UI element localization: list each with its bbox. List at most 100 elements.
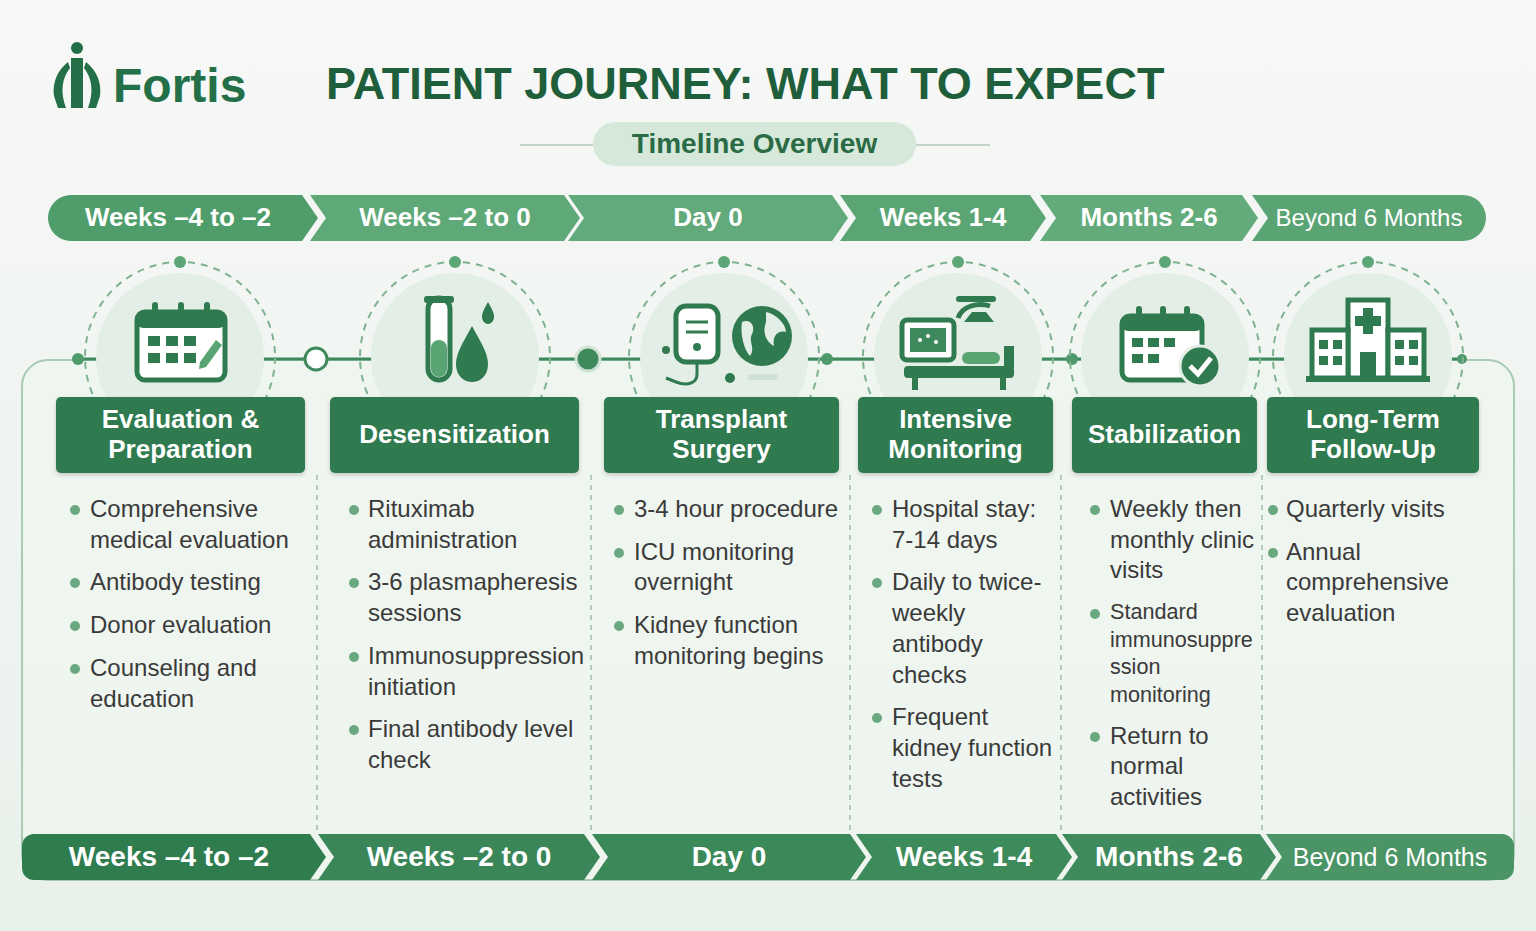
stage-title: Intensive Monitoring [868,405,1043,465]
bullet-dot [70,505,80,515]
bullet-dot [1268,548,1278,558]
bullet-list: 3-4 hour procedureICU monitoring overnig… [634,494,839,672]
stage-title: Long-Term Follow-Up [1277,405,1469,465]
bullet-text: Rituximab administration [368,494,586,555]
bullet-dot [614,621,624,631]
timeline-chevron: Weeks –2 to 0 [310,195,580,241]
hospital-icon [1306,300,1430,382]
pill-rule [520,144,593,146]
stage-header: Intensive Monitoring [858,397,1053,473]
bullet-text: Antibody testing [90,567,305,598]
bullet-text: Quarterly visits [1286,494,1498,525]
chevron-fill [592,834,866,880]
bullet-item: Return to normal activities [1110,721,1256,813]
chevron-fill [1062,834,1276,880]
bullet-text: Counseling and education [90,653,305,714]
period-label: Weeks 1-4 [878,840,1050,874]
bullet-item: Kidney function monitoring begins [634,610,839,671]
bullet-item: Rituximab administration [368,494,586,555]
bullet-item: Weekly then monthly clinic visits [1110,494,1256,586]
bullet-list: Rituximab administration 3-6 plasmapheres… [368,494,586,776]
chevron-fill [840,195,1046,241]
period-label: Weeks –4 to –2 [60,202,296,233]
bullet-text: Donor evaluation [90,610,305,641]
timeline-chevron: Day 0 [568,195,848,241]
stage-title: Transplant Surgery [614,405,829,465]
chevron-fill [22,834,326,880]
chevron-fill [1266,834,1514,880]
bullet-item: Quarterly visits [1286,494,1498,525]
bullet-item: Frequent kidney function tests [892,702,1056,794]
bullet-item: Antibody testing [90,567,305,598]
stage-header: Long-Term Follow-Up [1267,397,1479,473]
bullet-dot [872,505,882,515]
period-label: Weeks –2 to 0 [340,840,578,874]
period-label: Months 2-6 [1084,840,1254,874]
calendar-icon [137,302,225,380]
chevron-fill [1252,195,1486,241]
bullet-item: 3-4 hour procedure [634,494,839,525]
chevron-fill [856,834,1072,880]
bullet-list: Weekly then monthly clinic visitsStandar… [1110,494,1256,813]
stage-header: Desensitization [330,397,579,473]
bullet-text: Immunosuppression initiation [368,641,586,702]
bullet-item: Immunosuppression initiation [368,641,586,702]
bullet-dot [349,725,359,735]
bullet-item: ICU monitoring overnight [634,537,839,598]
bullet-text: Daily to twice-weekly antibody checks [892,567,1056,690]
bullet-dot [349,505,359,515]
subtitle-pill: Timeline Overview [593,122,916,166]
bullet-text: Frequent kidney function tests [892,702,1056,794]
period-label: Beyond 6 Months [1274,204,1464,233]
bullet-text: ICU monitoring overnight [634,537,839,598]
bullet-dot [872,713,882,723]
bullet-dot [1090,505,1100,515]
subtitle-text: Timeline Overview [609,127,900,161]
timeline-chevron: Months 2-6 [1040,195,1258,241]
bullet-item: Counseling and education [90,653,305,714]
timeline-chevron: Weeks 1-4 [840,195,1046,241]
bullet-dot [349,652,359,662]
page-title: PATIENT JOURNEY: WHAT TO EXPECT [326,58,1164,110]
monitor-bed-icon [902,296,1014,390]
chevron-fill [568,195,848,241]
period-label: Weeks 1-4 [862,202,1024,233]
chevron-fill [48,195,318,241]
stage-title: Stabilization [1082,420,1247,450]
bullet-item: 3-6 plasmapheresis sessions [368,567,586,628]
bullet-item: Daily to twice-weekly antibody checks [892,567,1056,690]
period-label: Weeks –4 to –2 [34,840,304,874]
iv-bag-icon [662,306,792,384]
period-label: Weeks –2 to 0 [332,202,558,233]
bullet-dot [70,578,80,588]
timeline-chevron: Weeks –2 to 0 [318,834,600,880]
bullet-item: Comprehensive medical evaluation [90,494,305,555]
logo-text: Fortis [113,58,246,113]
bullet-text: Annual comprehensive evaluation [1286,537,1498,629]
bullet-text: 3-4 hour procedure [634,494,839,525]
bullet-text: Weekly then monthly clinic visits [1110,494,1256,586]
bullet-dot [70,664,80,674]
stage-header: Evaluation & Preparation [56,397,305,473]
bullet-list: Hospital stay: 7-14 daysDaily to twice-w… [892,494,1056,794]
period-label: Beyond 6 Months [1288,842,1492,872]
column-dividers [317,475,1262,832]
bullet-item: Final antibody level check [368,714,586,775]
bullet-item: Standard immunosuppression monitoring [1110,598,1256,709]
chevron-fill [310,195,580,241]
timeline-chevron: Day 0 [592,834,866,880]
bullet-text: Comprehensive medical evaluation [90,494,305,555]
bullet-list: Quarterly visitsAnnual comprehensive eva… [1286,494,1498,629]
chevron-fill [1040,195,1258,241]
bullet-dot [349,578,359,588]
bullet-text: Kidney function monitoring begins [634,610,839,671]
bullet-text: Hospital stay: 7-14 days [892,494,1056,555]
calendar-check-icon [1122,306,1220,386]
bullet-dot [872,578,882,588]
bullet-text: Return to normal activities [1110,721,1256,813]
timeline-chevron: Beyond 6 Months [1266,834,1514,880]
bullet-text: 3-6 plasmapheresis sessions [368,567,586,628]
bullet-dot [1090,609,1100,619]
